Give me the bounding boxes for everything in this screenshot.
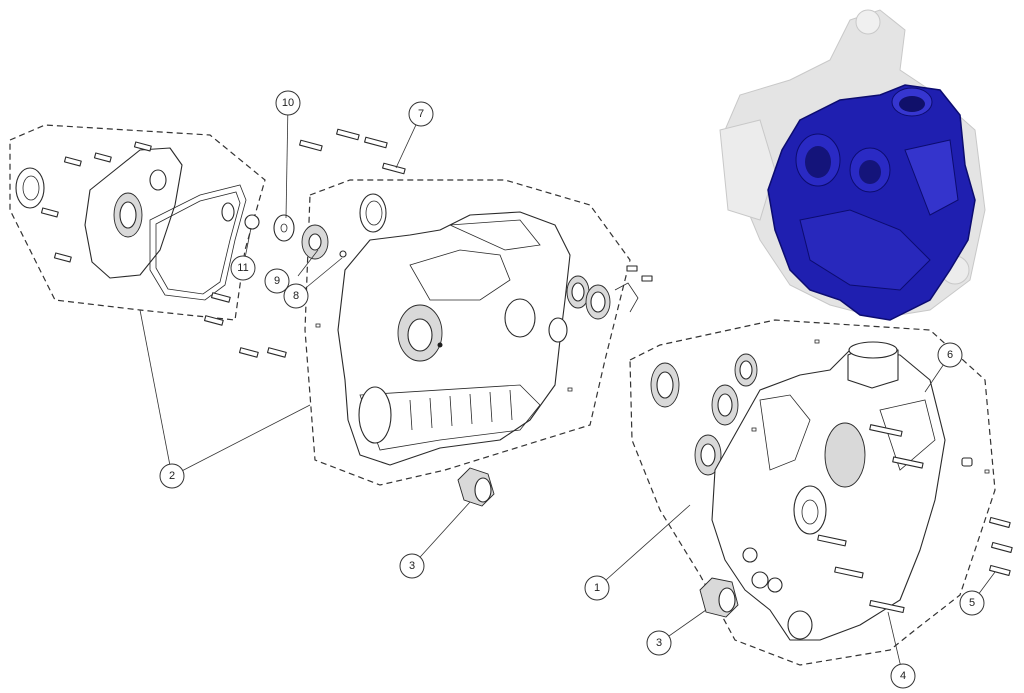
callout-7: 7 [408, 101, 434, 127]
callout-9: 9 [264, 268, 290, 294]
callout-10-label: 10 [282, 97, 294, 109]
callout-6-label: 6 [947, 349, 953, 361]
callout-3a-label: 3 [409, 560, 415, 572]
group-outline-right [629, 319, 996, 666]
callout-1: 1 [584, 575, 610, 601]
middle-crankcase-half [337, 211, 653, 466]
callout-4: 4 [890, 663, 916, 689]
pin [339, 250, 347, 258]
callout-5-label: 5 [969, 597, 975, 609]
bushing-middle [457, 467, 495, 507]
callout-11-label: 11 [237, 262, 248, 274]
highlighted-crankcase [767, 84, 976, 321]
locator-thumbnail [719, 9, 986, 321]
alignment-marks [315, 323, 990, 474]
callout-4-label: 4 [900, 670, 906, 682]
callout-3b-label: 3 [656, 637, 662, 649]
bushing-bottom [699, 577, 739, 618]
small-parts [244, 214, 347, 260]
callout-2-label: 2 [169, 470, 175, 482]
callout-5: 5 [959, 590, 985, 616]
bolts-right [989, 516, 1013, 577]
right-crankcase-half [650, 341, 973, 641]
circlip [244, 214, 260, 230]
callout-3-middle: 3 [399, 553, 425, 579]
callout-9-label: 9 [274, 275, 280, 287]
group-outline-middle [304, 179, 631, 486]
callout-6: 6 [937, 342, 963, 368]
callout-10: 10 [275, 90, 301, 116]
callout-11: 11 [230, 255, 256, 281]
left-cover-assembly [15, 141, 287, 358]
group-outline-left [9, 124, 266, 321]
callout-7-label: 7 [418, 108, 424, 120]
washer [273, 214, 295, 242]
middle-bolts [299, 128, 406, 233]
callout-3-bottom: 3 [646, 630, 672, 656]
callout-2: 2 [159, 463, 185, 489]
callout-8-label: 8 [293, 290, 299, 302]
callout-1-label: 1 [594, 582, 600, 594]
callout-8: 8 [283, 283, 309, 309]
